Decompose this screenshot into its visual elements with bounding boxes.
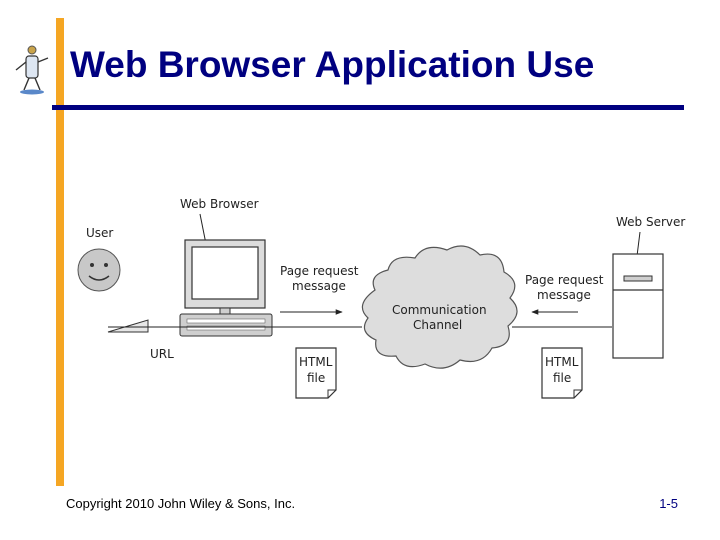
page-request-right-line1: Page request bbox=[525, 273, 604, 287]
url-label: URL bbox=[150, 347, 174, 361]
server-tower-icon bbox=[612, 253, 664, 359]
html-left-line2: file bbox=[307, 371, 325, 385]
computer-monitor-icon bbox=[179, 239, 273, 337]
html-left-line1: HTML bbox=[299, 355, 333, 369]
web-server-label: Web Server bbox=[616, 215, 685, 229]
html-file-right-icon bbox=[541, 347, 583, 399]
user-face-icon bbox=[77, 248, 121, 292]
page-request-right-line2: message bbox=[537, 288, 591, 302]
page-number: 1-5 bbox=[659, 496, 678, 511]
web-browser-diagram: User URL Web Browser Page request messag… bbox=[77, 197, 685, 399]
communication-cloud bbox=[361, 245, 518, 369]
html-right-line2: file bbox=[553, 371, 571, 385]
keyboard-small-icon bbox=[107, 319, 149, 333]
page-request-left-line2: message bbox=[292, 279, 346, 293]
accent-bar bbox=[56, 18, 64, 486]
copyright-text: Copyright 2010 John Wiley & Sons, Inc. bbox=[66, 496, 296, 511]
html-right-line1: HTML bbox=[545, 355, 579, 369]
user-label: User bbox=[86, 226, 113, 240]
slide-title: Web Browser Application Use bbox=[70, 44, 595, 85]
web-browser-label: Web Browser bbox=[180, 197, 259, 211]
channel-line1: Communication bbox=[392, 303, 487, 317]
channel-line2: Channel bbox=[413, 318, 462, 332]
title-rule bbox=[52, 105, 684, 110]
page-request-left-line1: Page request bbox=[280, 264, 359, 278]
html-file-left-icon bbox=[295, 347, 337, 399]
mascot-icon bbox=[15, 45, 49, 95]
